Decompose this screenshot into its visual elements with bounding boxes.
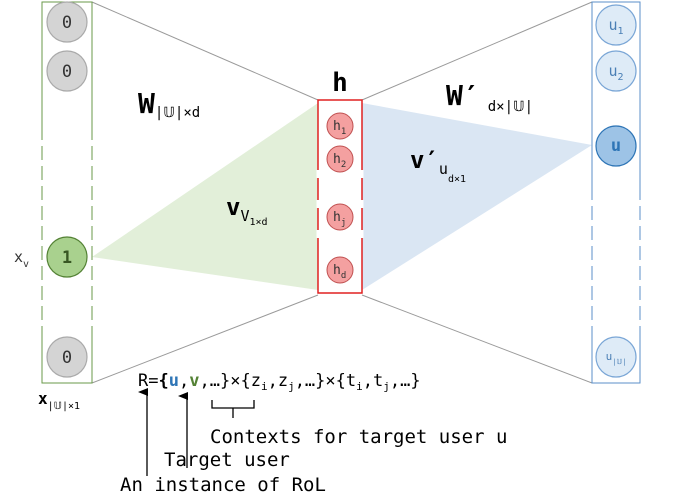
input-node-circle [46,50,88,92]
output-vector-v-prime-label: v′ud×1 [410,146,466,185]
rol-formula: R={u,v,…}×{zi,zj,…}×{ti,tj,…} [138,371,421,393]
hidden-node-label: h1 [333,119,346,137]
weight-matrix-w-label: W|𝕌|×d [138,87,200,121]
hidden-node-circle [326,256,354,284]
output-node-label: u [611,136,621,156]
active-input-node: 1 [46,236,88,278]
output-layer: u1 u2 u u|𝕌| [590,1,642,384]
hidden-node-circle [326,145,354,173]
hidden-node: h2 [326,145,354,173]
hidden-node: hj [326,203,354,231]
input-vector-label: x|𝕌|×1 [38,389,80,412]
hidden-layer-title: h [332,68,348,98]
input-vector-v-label: vV1×d [226,193,268,228]
weight-matrix-w-prime-label: W′d×|𝕌| [446,79,533,115]
output-node-circle [595,50,637,92]
output-node-label: u|𝕌| [606,350,627,366]
frame-lines [91,1,593,384]
input-node-label: 0 [62,348,72,368]
hidden-node-label: h2 [333,152,346,170]
output-node-label: u2 [608,62,623,83]
input-node: 0 [46,50,88,92]
output-node-circle [595,336,637,378]
formula-context-v: v [189,371,199,391]
target-user-annotation: Target user [164,449,290,471]
input-side-label: xv [14,248,29,270]
hidden-node: hd [326,256,354,284]
hidden-node-label: hd [333,263,346,281]
input-node-label: 0 [62,62,72,82]
input-node-label: 1 [62,248,72,268]
output-node: u|𝕌| [595,336,637,378]
input-node: 0 [46,1,88,43]
instance-annotation: An instance of RoL [120,474,326,496]
contexts-annotation: Contexts for target user u [210,426,507,448]
output-node: u2 [595,50,637,92]
hidden-node-circle [326,203,354,231]
input-node-label: 0 [62,13,72,33]
output-weight-triangle [362,103,592,290]
hidden-node-circle [326,112,354,140]
output-node: u1 [595,4,637,46]
active-output-node: u [595,125,637,167]
hidden-node: h1 [326,112,354,140]
hidden-layer: h h1 h2 hj hd [316,68,364,294]
input-node-circle [46,236,88,278]
output-node-circle [595,125,637,167]
hidden-layer-border [317,99,363,294]
input-node: 0 [46,336,88,378]
output-layer-border [591,1,641,384]
output-node-circle [595,4,637,46]
contexts-bracket [211,400,255,418]
input-node-circle [46,336,88,378]
input-node-circle [46,1,88,43]
input-layer: 0 0 1 0 xv x|𝕌|×1 [14,1,94,412]
output-node-label: u1 [608,16,623,37]
hidden-node-label: hj [333,210,346,228]
input-weight-triangle [92,103,318,290]
formula-target-user: u [169,371,179,391]
